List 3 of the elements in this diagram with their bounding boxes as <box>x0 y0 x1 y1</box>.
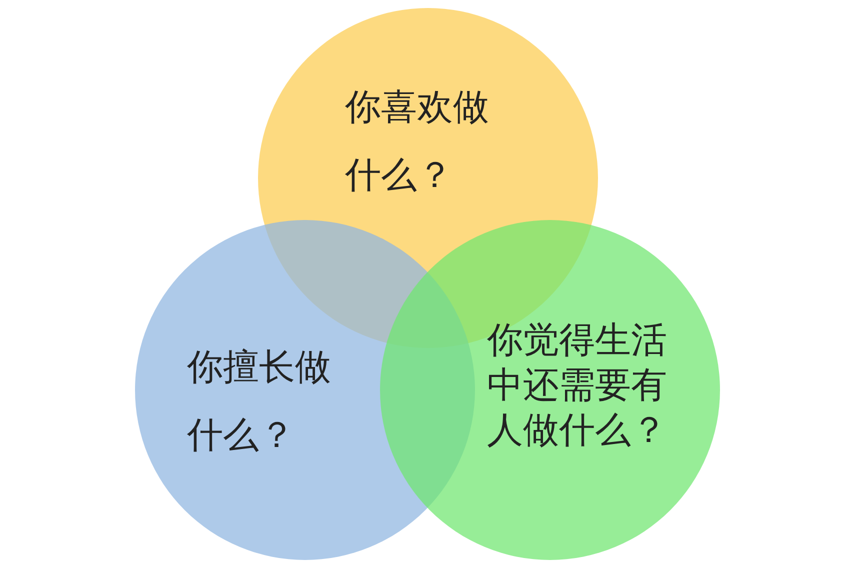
circle-label: 你擅长做什么？ <box>187 346 332 458</box>
circle-label: 你喜欢做什么？ <box>345 86 490 198</box>
circle-label: 你觉得生活中还需要有人做什么？ <box>487 319 668 453</box>
